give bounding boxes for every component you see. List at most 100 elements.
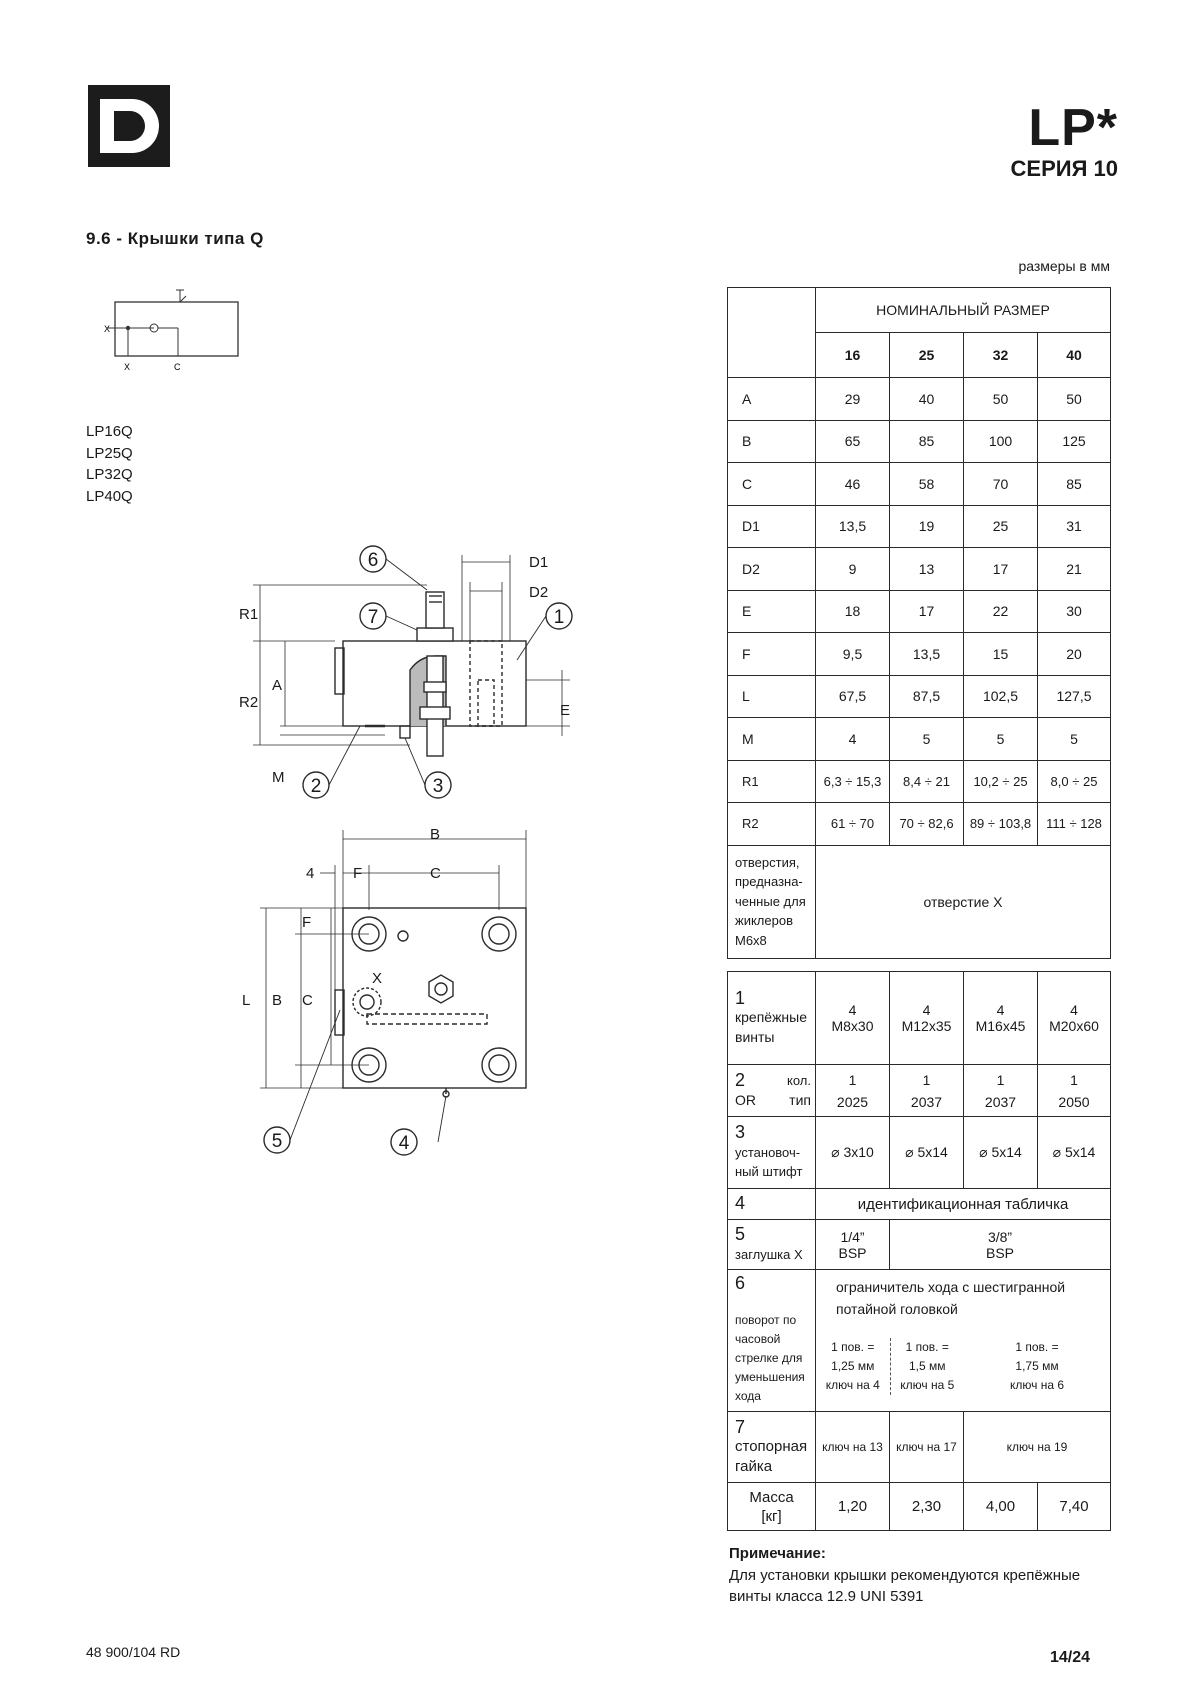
table-row: R1 6,3 ÷ 15,3 8,4 ÷ 21 10,2 ÷ 25 8,0 ÷ 2…: [727, 759, 1111, 803]
table-cell: 6,3 ÷ 15,3: [815, 759, 890, 803]
symbol-label-c-bottom: C: [174, 362, 181, 372]
table-cell: 127,5: [1037, 674, 1111, 718]
part-label: 3 установоч- ный штифт: [727, 1116, 816, 1189]
table-row: D1 13,5 19 25 31: [727, 504, 1111, 548]
dim-label-c-top: C: [430, 865, 441, 882]
table-cell: 31: [1037, 504, 1111, 548]
table-cell: 18: [815, 589, 890, 633]
model-item: LP25Q: [86, 444, 133, 462]
table-cell: 61 ÷ 70: [815, 802, 890, 846]
table-row: L 67,5 87,5 102,5 127,5: [727, 674, 1111, 718]
table-cell: ключ на 19: [963, 1411, 1111, 1483]
table-cell: 5: [889, 717, 964, 761]
table-row: F 9,5 13,5 15 20: [727, 632, 1111, 676]
table-row: 5 заглушка X 1/4”BSP 3/8”BSP: [727, 1219, 1111, 1270]
dim-label-e: E: [560, 702, 570, 719]
callout-4: 4: [399, 1133, 410, 1154]
table-cell: 70: [963, 462, 1038, 506]
hydraulic-symbol: X X C: [104, 289, 239, 372]
table-cell: 19: [889, 504, 964, 548]
table-cell: 1,20: [815, 1482, 890, 1531]
holes-label: отверстия, предназна- ченные для жиклеро…: [727, 844, 816, 959]
table-cell: 89 ÷ 103,8: [963, 802, 1038, 846]
callout-5: 5: [272, 1131, 283, 1152]
table-cell: 30: [1037, 589, 1111, 633]
table-cell: ⌀ 3x10: [815, 1116, 890, 1189]
table-cell: 111 ÷ 128: [1037, 802, 1111, 846]
dim-label-m: M: [272, 769, 285, 786]
part-label: 2 кол. OR тип: [727, 1064, 816, 1117]
dim-label-r2: R2: [239, 694, 258, 711]
table-cell: 3/8”BSP: [889, 1219, 1111, 1270]
dim-label-f-top: F: [353, 865, 362, 882]
table-cell: 8,0 ÷ 25: [1037, 759, 1111, 803]
dim-label-b-top: B: [430, 826, 440, 843]
table-row: 6 поворот по часовой стрелке для уменьше…: [727, 1269, 1111, 1412]
dim-label-x: X: [372, 970, 382, 987]
dim-label-d2: D2: [529, 584, 548, 601]
document-code: 48 900/104 RD: [86, 1644, 181, 1660]
model-item: LP16Q: [86, 423, 133, 440]
table-cell: 9,5: [815, 632, 890, 676]
dim-label-r1: R1: [239, 606, 258, 623]
table-cell: 25: [963, 504, 1038, 548]
table-cell: ⌀ 5x14: [889, 1116, 964, 1189]
table-cell: 13,5: [815, 504, 890, 548]
table-cell: 17: [963, 547, 1038, 591]
part-label: 1 крепёжные винты: [727, 971, 816, 1065]
table-cell: 4,00: [963, 1482, 1038, 1531]
table-cell: 67,5: [815, 674, 890, 718]
table-cell: ограничитель хода с шестигранной потайно…: [815, 1269, 1111, 1412]
page-number: 14/24: [1050, 1649, 1091, 1666]
row-label: A: [727, 377, 816, 421]
table-cell: 125: [1037, 419, 1111, 463]
part-label: 4: [727, 1188, 816, 1220]
table-cell: 50: [1037, 377, 1111, 421]
part-label: 7 стопорная гайка: [727, 1411, 816, 1483]
table-row: A 29 40 50 50: [727, 377, 1111, 421]
dim-label-four: 4: [306, 865, 314, 882]
table-cell: 9: [815, 547, 890, 591]
table-row: D2 9 13 17 21: [727, 547, 1111, 591]
table-row: B 65 85 100 125: [727, 419, 1111, 463]
row-label: R1: [727, 759, 816, 803]
units-note: размеры в мм: [1018, 258, 1110, 274]
technical-drawing: 6 7 1 2 3 5 4 R1 R2 A M D1 D2 E B 4 F C …: [239, 545, 573, 1156]
row-label: E: [727, 589, 816, 633]
dim-label-a: A: [272, 677, 282, 694]
table-cell: 29: [815, 377, 890, 421]
mass-label: Масса [кг]: [727, 1482, 816, 1531]
dimensions-table: НОМИНАЛЬНЫЙ РАЗМЕР 16 25 32 40 A 29 40 5…: [727, 287, 1111, 959]
table-cell: 85: [1037, 462, 1111, 506]
dim-label-l: L: [242, 992, 250, 1009]
table-row: Масса [кг] 1,20 2,30 4,00 7,40: [727, 1482, 1111, 1531]
table-row: R2 61 ÷ 70 70 ÷ 82,6 89 ÷ 103,8 111 ÷ 12…: [727, 802, 1111, 846]
part-label: 5 заглушка X: [727, 1219, 816, 1270]
size-header: 16: [815, 332, 890, 378]
table-cell: 100: [963, 419, 1038, 463]
note-title: Примечание:: [729, 1545, 826, 1562]
holes-value: отверстие X: [815, 844, 1111, 959]
dim-label-d1: D1: [529, 554, 548, 571]
nominal-size-header: НОМИНАЛЬНЫЙ РАЗМЕР: [815, 287, 1111, 333]
row-label: C: [727, 462, 816, 506]
table-cell: 50: [963, 377, 1038, 421]
table-cell: ⌀ 5x14: [1037, 1116, 1111, 1189]
table-cell: 58: [889, 462, 964, 506]
table-cell: идентификационная табличка: [815, 1188, 1111, 1220]
table-cell: 5: [1037, 717, 1111, 761]
table-cell: 13,5: [889, 632, 964, 676]
dim-label-b-side: B: [272, 992, 282, 1009]
table-cell: 46: [815, 462, 890, 506]
table-cell: 1/4”BSP: [815, 1219, 890, 1270]
